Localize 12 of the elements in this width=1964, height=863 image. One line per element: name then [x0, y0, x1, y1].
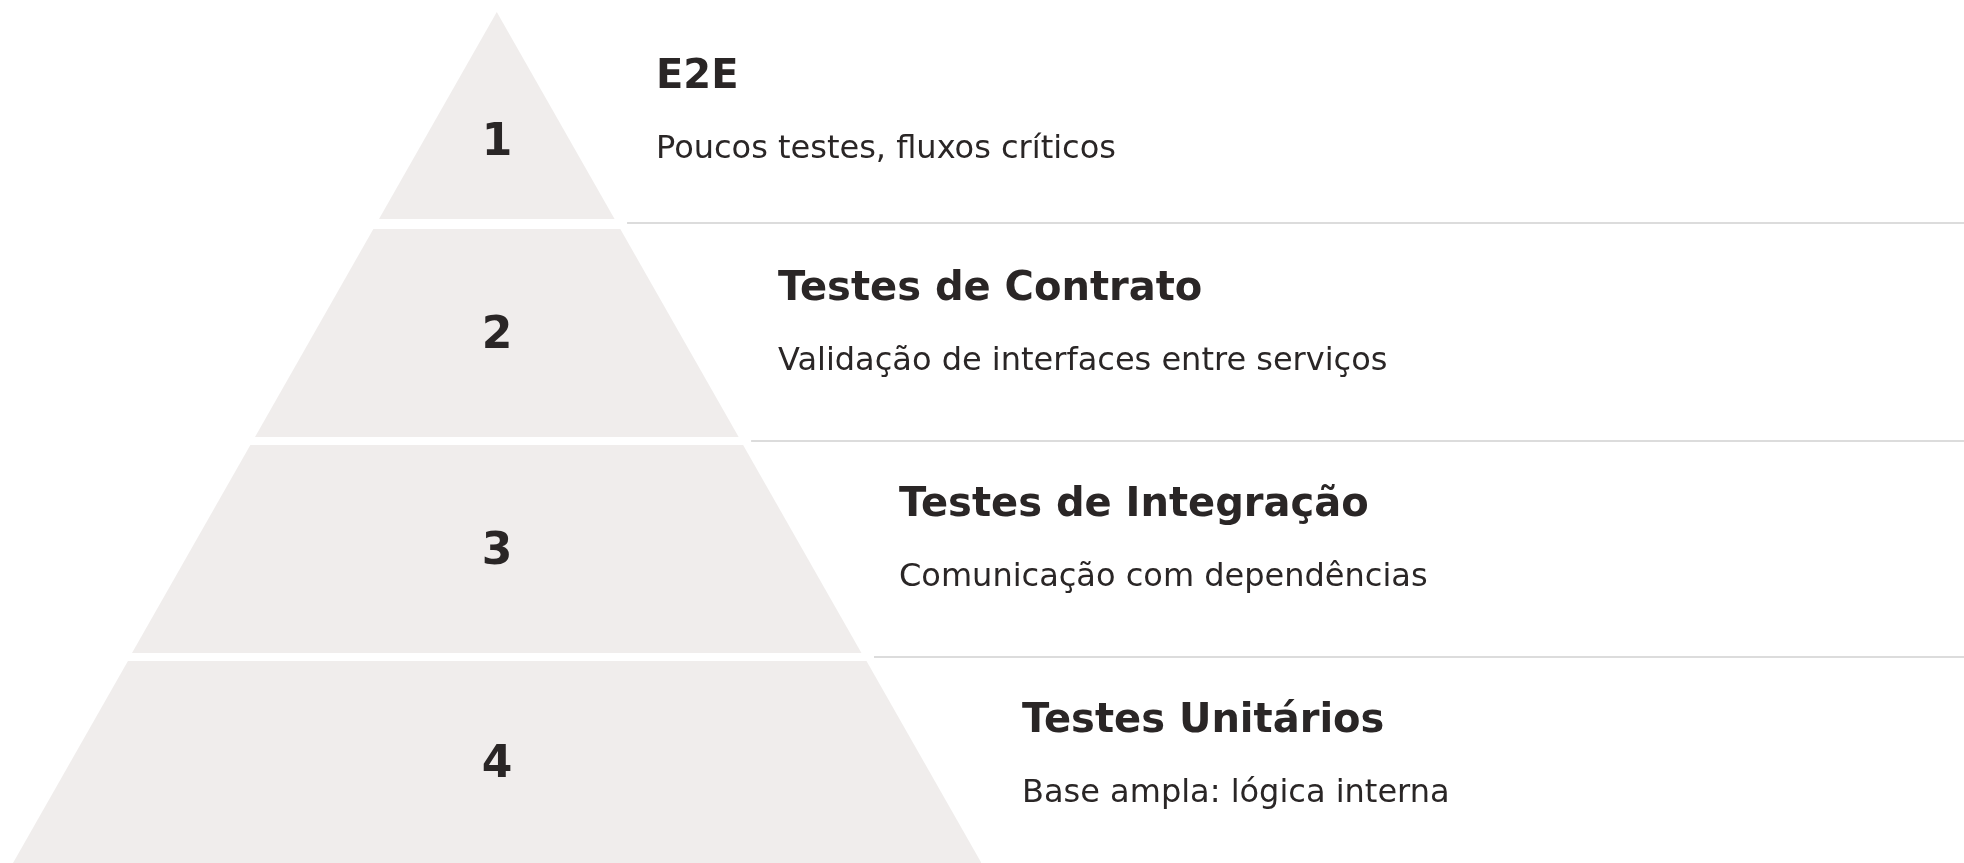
level-description: Base ampla: lógica interna: [1022, 774, 1450, 810]
level-description: Poucos testes, fluxos críticos: [656, 130, 1116, 166]
level-number: 3: [481, 527, 513, 571]
level-heading: Testes de Integração: [899, 480, 1369, 524]
level-heading: Testes Unitários: [1022, 696, 1385, 740]
level-description: Comunicação com dependências: [899, 558, 1428, 594]
level-number: 4: [481, 740, 513, 784]
level-heading: Testes de Contrato: [778, 264, 1203, 308]
level-number: 2: [481, 311, 513, 355]
level-description: Validação de interfaces entre serviços: [778, 342, 1388, 378]
level-heading: E2E: [656, 52, 739, 96]
level-number: 1: [481, 118, 513, 163]
